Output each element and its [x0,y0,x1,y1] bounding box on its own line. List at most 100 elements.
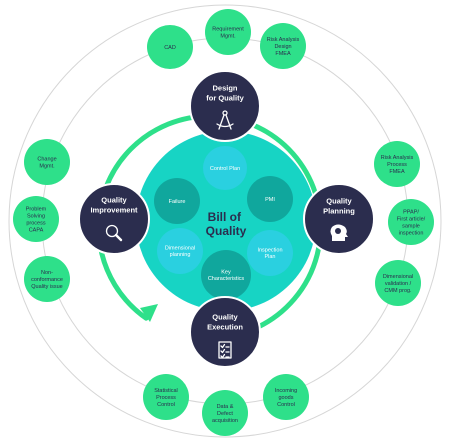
element-label-line: Failure [169,199,186,205]
element-pmi-bubble [247,176,293,222]
element-label-line: Control Plan [210,166,240,172]
outer-item-label-line: Risk Analysis [267,37,300,43]
phase-label-line: Planning [323,207,355,216]
element-key-characteristics-bubble [201,250,251,300]
outer-item-label-line: PPAP/ [403,209,419,215]
outer-item-label-line: CAD [164,45,176,51]
outer-item-label-line: Mgmt. [39,163,55,169]
center-title-line: Quality [206,224,247,238]
element-label-line: Key [221,270,231,276]
outer-item-label-line: Process [387,162,407,168]
head-gear-icon [330,224,348,241]
outer-item-label-line: inspection [399,230,424,236]
outer-item-label-line: FMEA [389,169,405,175]
element-label-line: Inspection [257,248,282,254]
phase-label-line: Quality [101,196,127,205]
outer-item-label-line: Requirement [212,26,244,32]
element-failure-bubble [154,178,200,224]
gear-icon [335,228,341,234]
outer-item-change-mgmt-bubble [24,139,70,185]
element-pmi[interactable]: PMI [247,176,293,222]
outer-item-label-line: conformance [31,277,63,283]
element-control-plan[interactable]: Control Plan [203,146,247,190]
element-label-line: Dimensional [165,246,195,252]
outer-item-statistical-process-control-bubble [143,374,189,420]
outer-item-cad-bubble [147,25,193,69]
element-label-line: PMI [265,197,275,203]
compass-icon [216,110,234,130]
outer-item-label-line: FMEA [275,51,291,57]
element-label: Failure [169,199,186,205]
phase-quality-execution-node [189,296,261,368]
outer-item-label-line: acquisition [212,418,238,424]
outer-item-label-line: Statistical [154,388,178,394]
phase-label-line: Improvement [90,206,138,215]
outer-item-label-line: Solving [27,213,45,219]
outer-item-label-line: Non- [41,270,53,276]
outer-item-label-line: Mgmt. [220,33,236,39]
element-dimensional-planning-bubble [157,228,203,274]
outer-item-label-line: Dimensional [383,274,413,280]
outer-item-label-line: sample [402,223,420,229]
outer-item-problem-solving-capa-bubble [13,196,59,242]
outer-item-non-conformance-quality-issue-bubble [24,256,70,302]
phase-label-line: Execution [207,323,243,332]
outer-item-data-defect-acquisition-bubble [202,390,248,436]
element-failure[interactable]: Failure [154,178,200,224]
outer-item-label-line: Incoming [275,388,297,394]
outer-item-label-line: Change [37,156,56,162]
element-label-line: Plan [264,254,275,260]
outer-item-label-line: Quality issue [31,284,63,290]
center-title: Bill of Quality [206,210,247,238]
phase-label-line: Quality [326,197,352,206]
outer-item-requirement-mgmt-bubble [205,9,251,55]
outer-item-label-line: validation / [385,281,412,287]
outer-item-label-line: CMM prog. [384,288,412,294]
outer-item-label-line: Process [156,395,176,401]
element-inspection-plan-bubble [247,230,293,276]
outer-item-risk-analysis-design-fmea-bubble [260,23,306,69]
element-label-line: Characteristics [208,276,245,282]
outer-item-cad[interactable]: CAD [147,25,193,69]
outer-item-label-line: goods [279,395,294,401]
outer-item-label-line: process [26,220,46,226]
phase-design-for-quality-node [189,70,261,142]
outer-item-label-line: Defect [217,411,233,417]
